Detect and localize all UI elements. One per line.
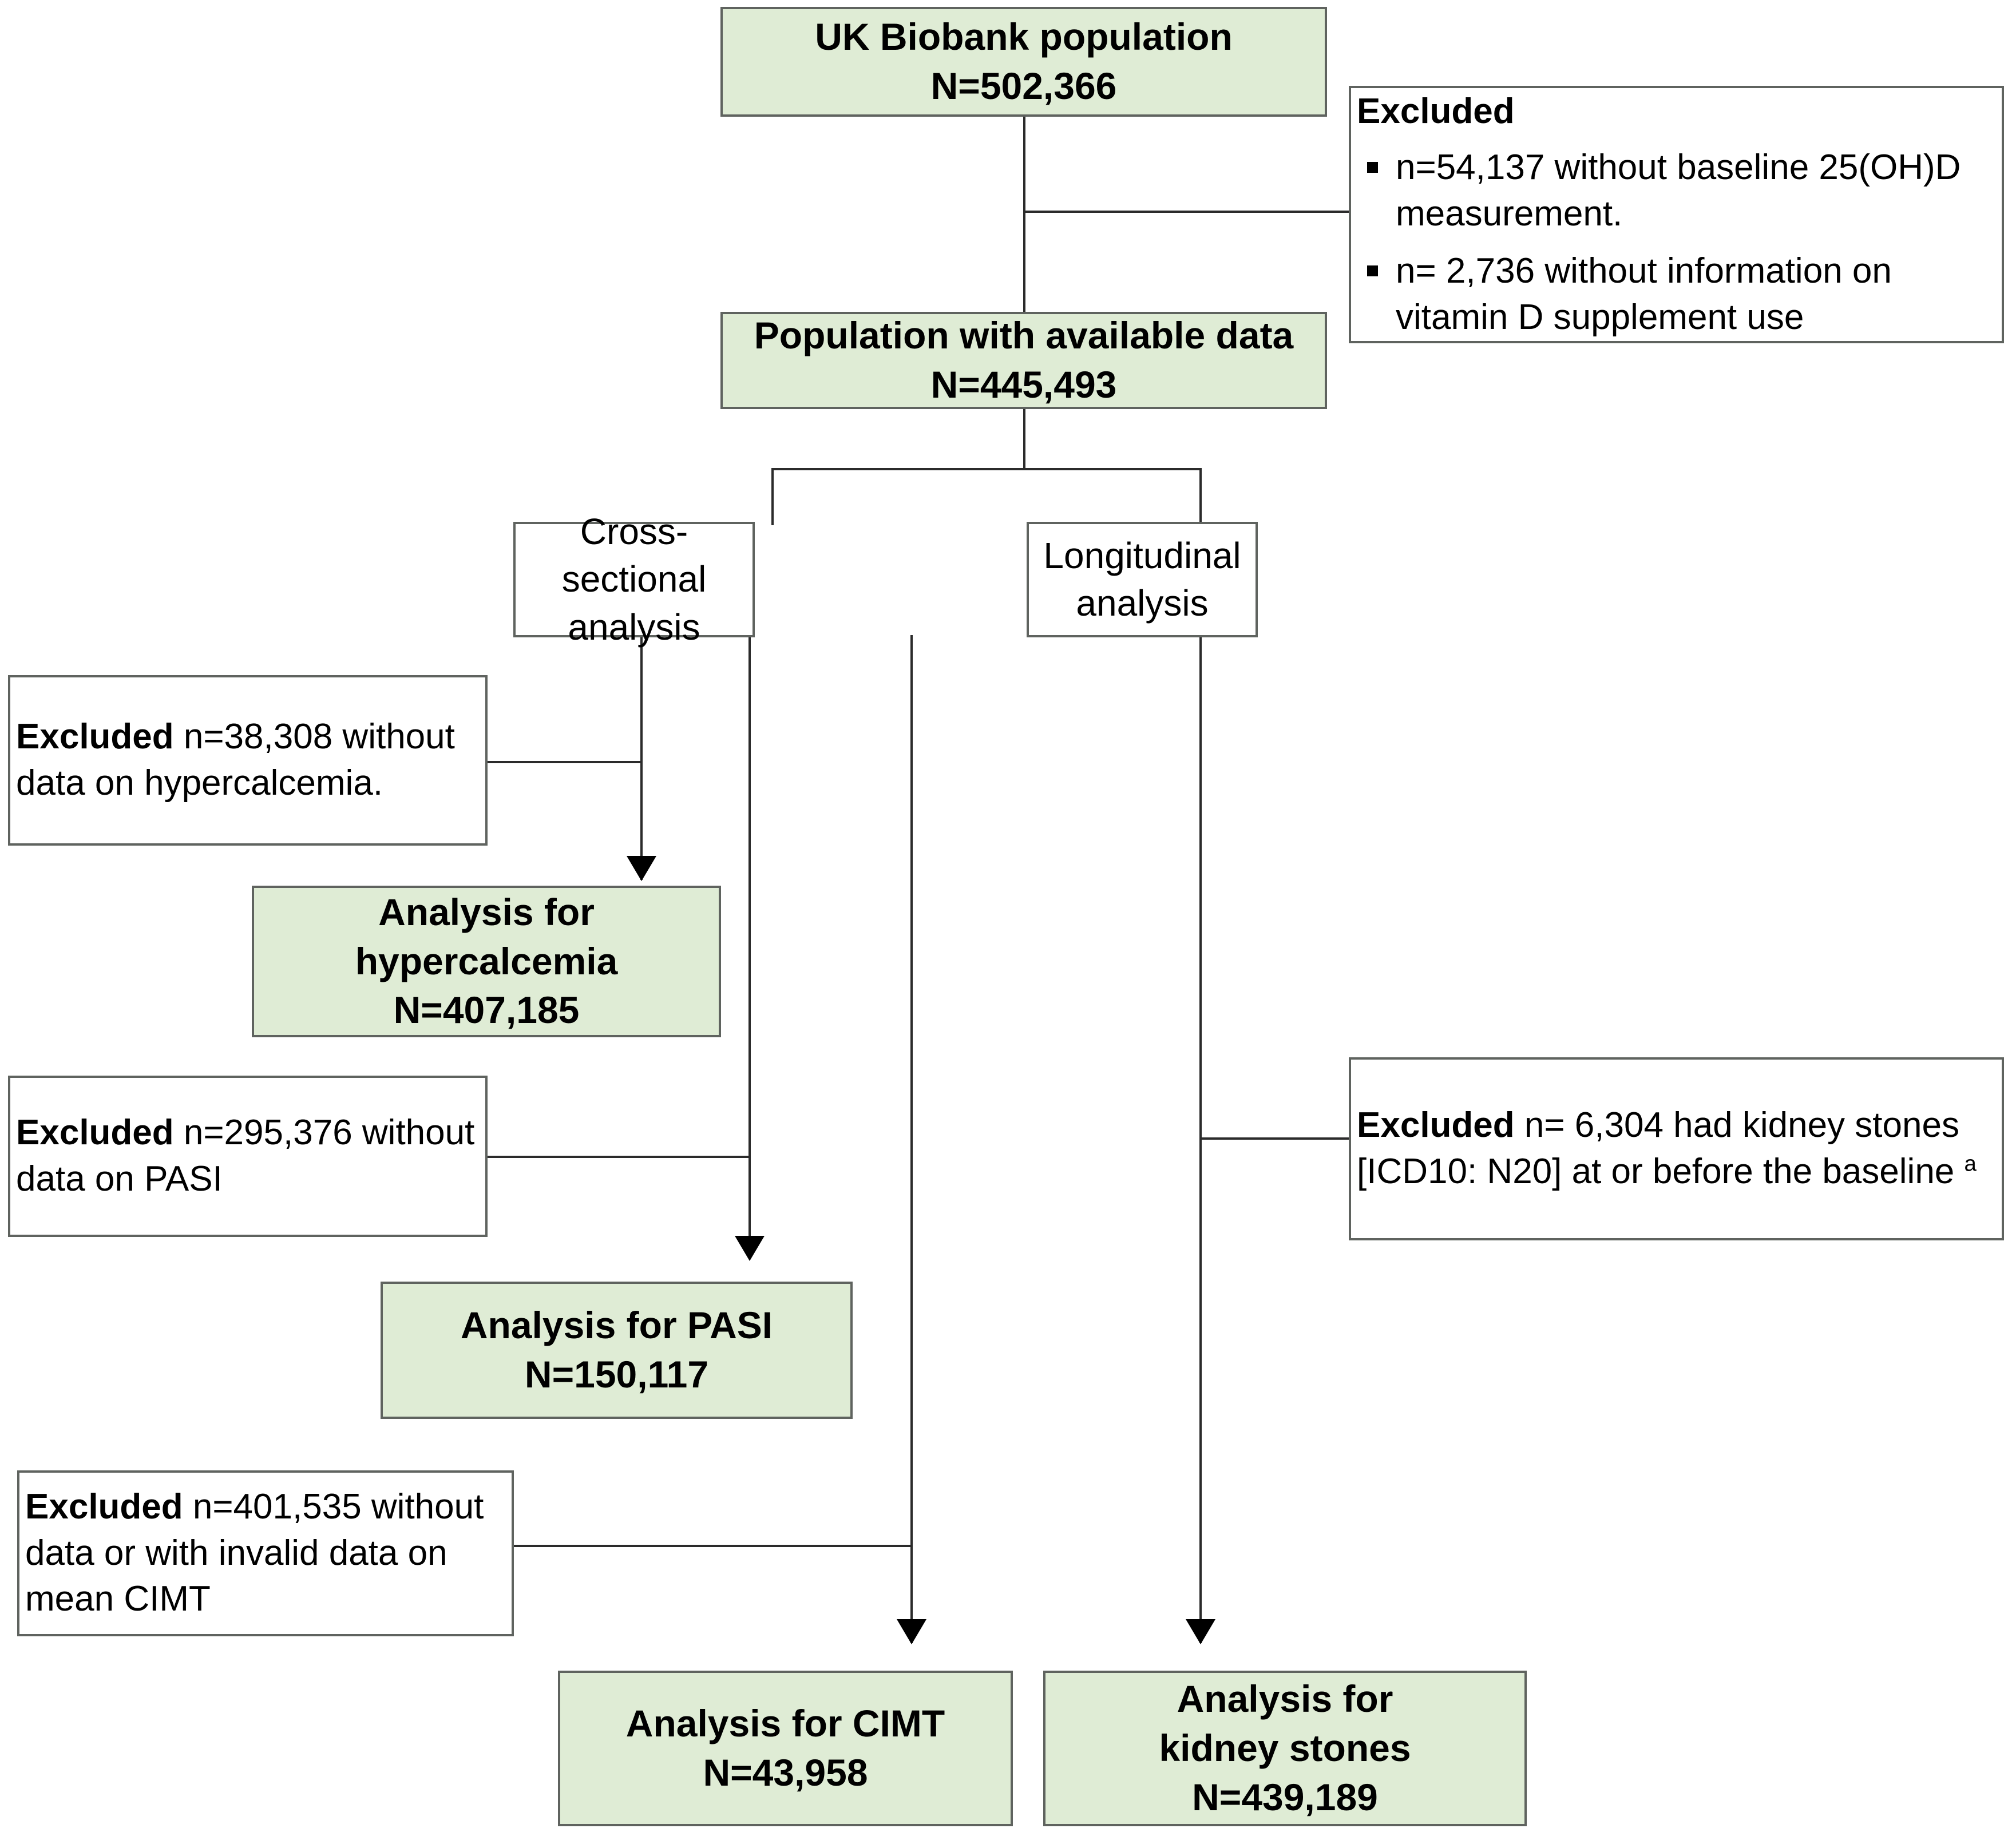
node-available-population: Population with available data N=445,493 bbox=[720, 312, 1327, 409]
arrowhead-cimt bbox=[897, 1619, 926, 1644]
connector-split-bar bbox=[771, 468, 1202, 470]
available-population-line1: Population with available data bbox=[754, 314, 1294, 357]
cross-sectional-line1: Cross-sectional bbox=[561, 511, 707, 600]
arrowhead-kidney-stones bbox=[1186, 1619, 1215, 1644]
analysis-hypercalcemia-line3: N=407,185 bbox=[393, 989, 580, 1032]
connector-cross-to-pasi bbox=[748, 635, 751, 1259]
connector-excluded-pasi-to-trunk bbox=[488, 1156, 751, 1158]
node-analysis-kidney-stones: Analysis for kidney stones N=439,189 bbox=[1043, 1671, 1527, 1826]
excluded-cimt-bold: Excluded bbox=[25, 1487, 183, 1527]
longitudinal-line1: Longitudinal bbox=[1043, 534, 1241, 576]
node-excluded-pasi: Excluded n=295,376 without data on PASI bbox=[8, 1076, 488, 1237]
arrowhead-pasi bbox=[735, 1236, 765, 1261]
node-excluded-cimt: Excluded n=401,535 without data or with … bbox=[17, 1470, 514, 1636]
connector-available-to-split bbox=[1023, 407, 1025, 470]
connector-cross-to-hypercalcemia bbox=[640, 635, 643, 880]
connector-cross-to-cimt bbox=[910, 635, 913, 1643]
analysis-hypercalcemia-line2: hypercalcemia bbox=[355, 939, 618, 982]
arrowhead-hypercalcemia bbox=[627, 856, 656, 881]
excluded-hypercalcemia-bold: Excluded bbox=[16, 717, 174, 757]
longitudinal-line2: analysis bbox=[1076, 582, 1209, 624]
cross-sectional-line2: analysis bbox=[568, 606, 700, 648]
connector-excluded-hypercalcemia-to-trunk bbox=[488, 761, 643, 763]
analysis-hypercalcemia-line1: Analysis for bbox=[378, 890, 595, 933]
excluded-kidney-rest: n= 6,304 had kidney stones [ICD10: N20] … bbox=[1357, 1105, 1965, 1191]
connector-excluded-cimt-to-trunk bbox=[514, 1545, 913, 1547]
node-analysis-hypercalcemia: Analysis for hypercalcemia N=407,185 bbox=[252, 886, 721, 1037]
analysis-kidney-line1: Analysis for bbox=[1177, 1678, 1393, 1720]
node-cross-sectional-analysis: Cross-sectional analysis bbox=[513, 511, 755, 648]
connector-source-to-available bbox=[1023, 114, 1025, 312]
connector-source-to-excluded-baseline bbox=[1023, 211, 1349, 213]
analysis-kidney-line3: N=439,189 bbox=[1192, 1775, 1378, 1818]
connector-split-to-cross-sectional bbox=[771, 468, 774, 525]
excluded-baseline-bullet-list: n=54,137 without baseline 25(OH)D measur… bbox=[1357, 145, 1996, 340]
node-longitudinal-analysis: Longitudinal analysis bbox=[1027, 522, 1258, 637]
analysis-pasi-line1: Analysis for PASI bbox=[460, 1304, 773, 1347]
excluded-baseline-heading: Excluded bbox=[1357, 91, 1515, 131]
source-population-line1: UK Biobank population bbox=[815, 15, 1233, 58]
analysis-cimt-line2: N=43,958 bbox=[703, 1751, 868, 1794]
excluded-pasi-bold: Excluded bbox=[16, 1113, 174, 1153]
connector-excluded-kidney-to-trunk bbox=[1199, 1137, 1351, 1140]
node-excluded-baseline: Excluded n=54,137 without baseline 25(OH… bbox=[1349, 86, 2004, 343]
excluded-hypercalcemia-rest: n=38,308 without data on hypercalcemia. bbox=[16, 717, 455, 803]
node-excluded-hypercalcemia: Excluded n=38,308 without data on hyperc… bbox=[8, 675, 488, 846]
connector-split-to-longitudinal bbox=[1199, 468, 1202, 525]
node-analysis-cimt: Analysis for CIMT N=43,958 bbox=[558, 1671, 1013, 1826]
node-analysis-pasi: Analysis for PASI N=150,117 bbox=[381, 1282, 853, 1419]
available-population-line2: N=445,493 bbox=[930, 363, 1117, 406]
excluded-kidney-footnote-marker: a bbox=[1964, 1151, 1977, 1176]
node-excluded-kidney-stones: Excluded n= 6,304 had kidney stones [ICD… bbox=[1349, 1057, 2004, 1240]
excluded-pasi-rest: n=295,376 without data on PASI bbox=[16, 1113, 475, 1199]
analysis-pasi-line2: N=150,117 bbox=[524, 1353, 709, 1395]
excluded-cimt-rest: n=401,535 without data or with invalid d… bbox=[25, 1487, 484, 1619]
excluded-baseline-bullet-1: n=54,137 without baseline 25(OH)D measur… bbox=[1363, 145, 1996, 237]
excluded-kidney-bold: Excluded bbox=[1357, 1105, 1515, 1145]
analysis-cimt-line1: Analysis for CIMT bbox=[625, 1702, 945, 1745]
analysis-kidney-line2: kidney stones bbox=[1159, 1727, 1411, 1770]
node-source-population: UK Biobank population N=502,366 bbox=[720, 7, 1327, 117]
source-population-line2: N=502,366 bbox=[930, 65, 1117, 107]
excluded-baseline-bullet-2: n= 2,736 without information on vitamin … bbox=[1363, 248, 1996, 340]
